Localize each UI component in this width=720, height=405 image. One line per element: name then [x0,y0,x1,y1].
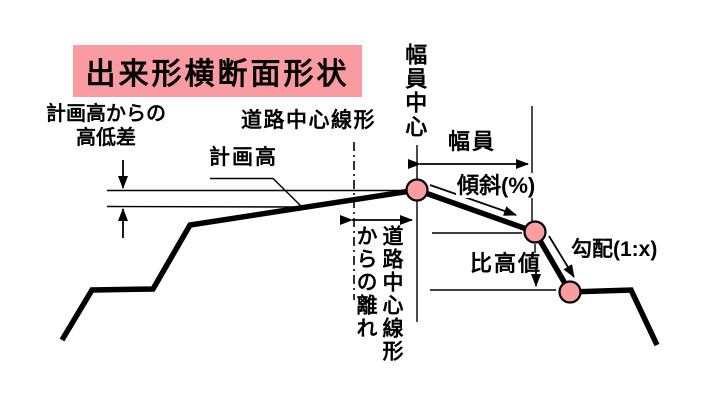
slope-arrow [429,184,517,216]
planned-height-line [106,205,301,208]
measure-node-center [405,178,429,202]
label-centerline-offset: 道路中心線形からの離れ [354,225,403,363]
planned-height-leader [210,177,303,208]
label-road-centerline: 道路中心線形 [241,109,376,132]
label-slope-percent: 傾斜(%) [456,173,537,199]
label-width: 幅員 [448,129,497,154]
gradient-arrow [548,235,575,278]
label-relative-height: 比高値 [470,251,543,276]
label-height-diff: 計画高からの 高低差 [46,103,166,149]
diagram-title: 出来形横断面形状 [73,45,362,97]
measure-node-toe [558,280,582,304]
measure-node-edge [523,220,547,244]
label-width-center: 幅員中心 [402,43,428,139]
label-planned-height: 計画高 [209,146,278,169]
label-gradient: 勾配(1:x) [571,238,658,261]
